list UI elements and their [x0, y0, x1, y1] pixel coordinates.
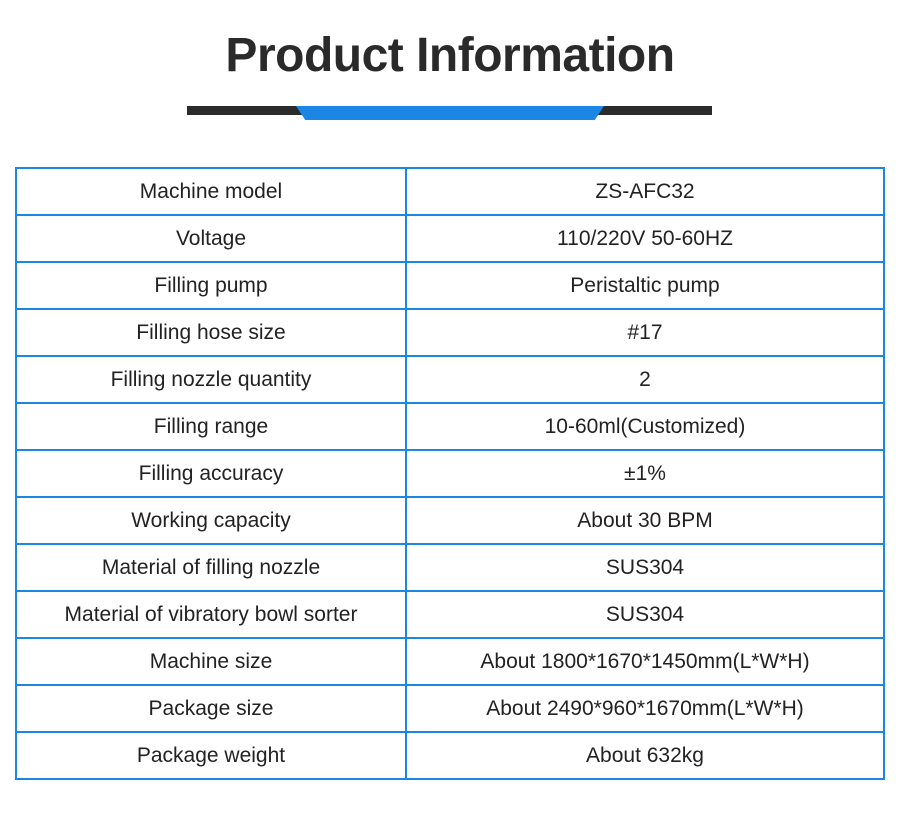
- table-row: Filling pump Peristaltic pump: [15, 261, 885, 310]
- spec-label: Machine size: [15, 637, 407, 686]
- title-underline-accent: [296, 106, 604, 120]
- table-row: Filling hose size #17: [15, 308, 885, 357]
- spec-label: Filling pump: [15, 261, 407, 310]
- spec-value: ZS-AFC32: [405, 167, 885, 216]
- spec-value: About 30 BPM: [405, 496, 885, 545]
- table-row: Working capacity About 30 BPM: [15, 496, 885, 545]
- page-title: Product Information: [225, 29, 675, 82]
- spec-value: Peristaltic pump: [405, 261, 885, 310]
- spec-label: Machine model: [15, 167, 407, 216]
- spec-value: About 1800*1670*1450mm(L*W*H): [405, 637, 885, 686]
- spec-label: Filling accuracy: [15, 449, 407, 498]
- spec-value: 10-60ml(Customized): [405, 402, 885, 451]
- table-row: Filling range 10-60ml(Customized): [15, 402, 885, 451]
- spec-value: 2: [405, 355, 885, 404]
- product-spec-table: Machine model ZS-AFC32 Voltage 110/220V …: [15, 167, 885, 780]
- table-row: Machine size About 1800*1670*1450mm(L*W*…: [15, 637, 885, 686]
- table-row: Package size About 2490*960*1670mm(L*W*H…: [15, 684, 885, 733]
- table-row: Material of filling nozzle SUS304: [15, 543, 885, 592]
- spec-label: Voltage: [15, 214, 407, 263]
- spec-value: SUS304: [405, 543, 885, 592]
- spec-label: Package weight: [15, 731, 407, 780]
- table-row: Machine model ZS-AFC32: [15, 167, 885, 216]
- spec-value: ±1%: [405, 449, 885, 498]
- table-row: Package weight About 632kg: [15, 731, 885, 780]
- table-row: Filling nozzle quantity 2: [15, 355, 885, 404]
- table-row: Voltage 110/220V 50-60HZ: [15, 214, 885, 263]
- spec-label: Material of filling nozzle: [15, 543, 407, 592]
- table-row: Material of vibratory bowl sorter SUS304: [15, 590, 885, 639]
- spec-label: Working capacity: [15, 496, 407, 545]
- spec-value: About 2490*960*1670mm(L*W*H): [405, 684, 885, 733]
- table-row: Filling accuracy ±1%: [15, 449, 885, 498]
- spec-value: SUS304: [405, 590, 885, 639]
- spec-label: Filling range: [15, 402, 407, 451]
- spec-value: About 632kg: [405, 731, 885, 780]
- spec-value: #17: [405, 308, 885, 357]
- spec-label: Filling hose size: [15, 308, 407, 357]
- spec-label: Material of vibratory bowl sorter: [15, 590, 407, 639]
- spec-label: Package size: [15, 684, 407, 733]
- spec-value: 110/220V 50-60HZ: [405, 214, 885, 263]
- spec-label: Filling nozzle quantity: [15, 355, 407, 404]
